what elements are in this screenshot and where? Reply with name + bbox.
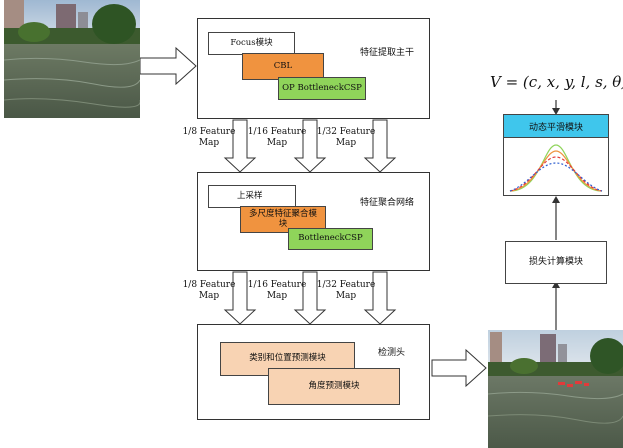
- input-arrow: [139, 46, 197, 86]
- loss-module: 损失计算模块: [505, 241, 607, 284]
- down-arrows-bottom: [223, 271, 397, 325]
- cbl-box: CBL: [242, 53, 324, 80]
- down-arrows-top: [223, 119, 397, 173]
- output-photo: [488, 330, 623, 448]
- detected-objects: [558, 381, 589, 387]
- focus-box: Focus模块: [208, 32, 295, 55]
- neck-title: 特征聚合网络: [360, 198, 415, 208]
- focus-label: Focus模块: [230, 37, 273, 48]
- angle-label: 角度预测模块: [308, 380, 360, 391]
- formula-text: V = (c, x, y, l, s, θ): [490, 73, 623, 91]
- input-photo: [4, 0, 140, 118]
- smoothing-header: 动态平滑模块: [504, 115, 608, 138]
- gaussian-curves-icon: [509, 144, 603, 192]
- op-csp-label: OP BottleneckCSP: [282, 82, 362, 93]
- op-csp-box: OP BottleneckCSP: [278, 77, 366, 100]
- class-pos-label: 类别和位置预测模块: [249, 353, 326, 364]
- upsample-box: 上采样: [208, 185, 296, 208]
- angle-box: 角度预测模块: [268, 368, 400, 405]
- neck-csp-box: BottleneckCSP: [288, 228, 373, 250]
- cbl-label: CBL: [273, 60, 293, 71]
- smoothing-label: 动态平滑模块: [528, 122, 583, 133]
- upsample-label: 上采样: [237, 190, 263, 201]
- head-title: 检测头: [378, 348, 406, 358]
- multiscale-label: 多尺度特征聚合模块: [248, 208, 317, 229]
- neck-csp-label: BottleneckCSP: [298, 233, 363, 244]
- backbone-title: 特征提取主干: [360, 48, 415, 58]
- output-arrow: [431, 348, 487, 388]
- loss-label: 损失计算模块: [528, 257, 583, 268]
- smoothing-module: 动态平滑模块: [503, 114, 609, 196]
